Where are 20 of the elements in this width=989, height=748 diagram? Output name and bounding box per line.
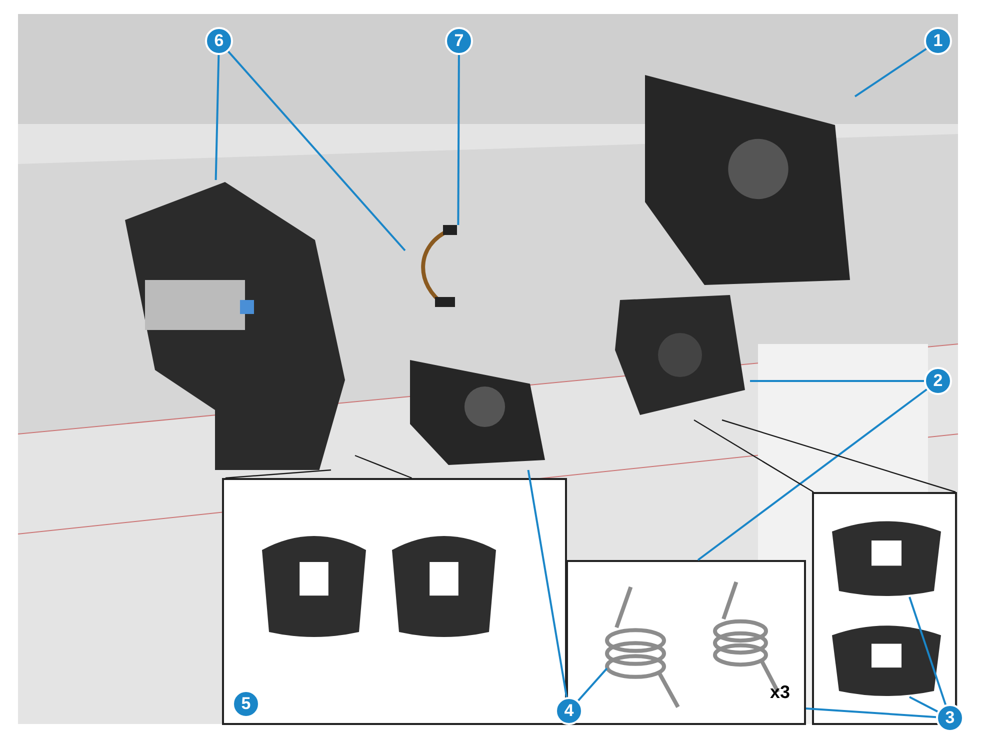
quantity-label: x3 bbox=[770, 682, 790, 703]
zoom-line bbox=[225, 469, 332, 479]
leader-line bbox=[527, 470, 568, 698]
leader-line bbox=[457, 55, 460, 225]
inset-panel bbox=[812, 492, 957, 725]
callout-number: 3 bbox=[936, 704, 964, 732]
zoom-line bbox=[354, 454, 412, 479]
leader-line bbox=[909, 696, 938, 712]
zoom-line bbox=[694, 419, 814, 493]
leader-line bbox=[578, 668, 608, 702]
inset-panel bbox=[566, 560, 806, 725]
zoom-line bbox=[722, 419, 956, 493]
leader-line bbox=[228, 50, 406, 252]
leader-line bbox=[908, 596, 946, 706]
leader-line bbox=[806, 708, 936, 718]
leader-line bbox=[214, 54, 220, 180]
leader-line bbox=[750, 380, 924, 382]
leader-line bbox=[854, 48, 927, 98]
leader-line bbox=[697, 388, 928, 561]
callout-number: 5 bbox=[232, 690, 260, 718]
